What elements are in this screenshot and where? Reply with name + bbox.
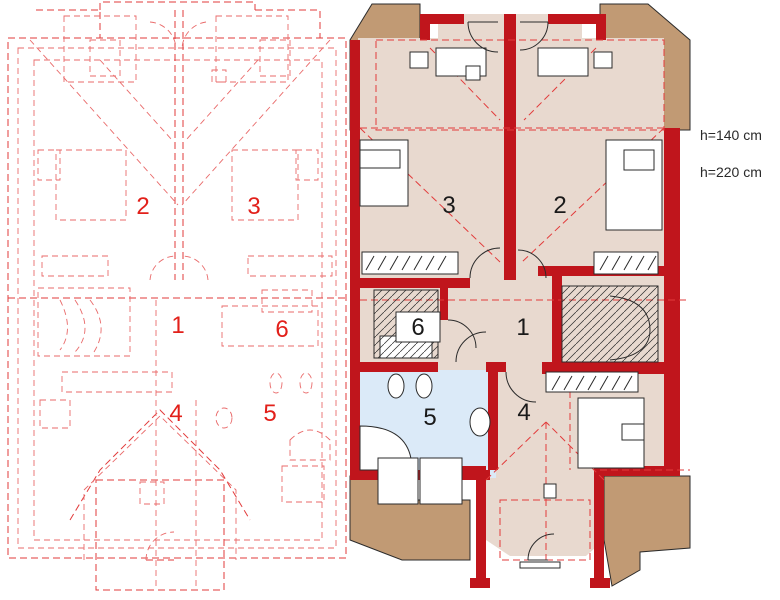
pillow-room-4	[621, 423, 645, 441]
staircase-right	[561, 285, 659, 363]
room-6-label: 6	[411, 314, 424, 341]
left-room-3-label: 3	[247, 193, 260, 220]
roof-bottom-right	[603, 475, 691, 587]
left-room-5-label: 5	[263, 400, 276, 427]
door-room-2	[517, 249, 547, 279]
left-room-2-label: 2	[136, 193, 149, 220]
height-labels: h=140 cm h=220 cm	[700, 127, 762, 180]
floor-bottom-dormer	[486, 466, 604, 556]
vanity-right	[419, 457, 463, 505]
chair-left	[465, 65, 481, 81]
door-room-3	[469, 247, 501, 279]
bidet	[415, 373, 433, 399]
washbasin	[469, 407, 491, 437]
nightstand-left	[409, 51, 429, 69]
left-room-4-label: 4	[169, 400, 182, 427]
desk-right	[537, 47, 589, 77]
desk-room-4	[543, 483, 557, 499]
pillow-room-3	[359, 149, 401, 169]
left-room-1-label: 1	[171, 312, 184, 339]
furniture	[359, 47, 663, 505]
door-room-4	[505, 371, 537, 403]
room-5-label: 5	[423, 404, 436, 431]
left-plan-room-labels: 2 3 1 6 4 5	[136, 193, 288, 427]
left-room-6-label: 6	[275, 316, 288, 343]
wardrobe-room-2	[593, 251, 659, 275]
toilet	[387, 373, 405, 399]
vanity-left	[377, 457, 419, 505]
nightstand-right	[593, 51, 613, 69]
room-2-label: 2	[553, 192, 566, 219]
room-4-label: 4	[517, 399, 530, 426]
door-bottom	[527, 533, 555, 561]
wardrobe-room-3	[361, 251, 459, 275]
landing-room-6	[395, 311, 441, 343]
mirrored-plan-outline	[7, 1, 347, 591]
doors	[447, 21, 561, 569]
height-label-140: h=140 cm	[700, 127, 762, 143]
door-room-6	[447, 319, 477, 349]
room-1-label: 1	[516, 314, 529, 341]
window-bottom	[519, 561, 561, 569]
door-bathroom	[455, 331, 487, 363]
right-plan-room-labels: 3 2 6 1 5 4	[411, 192, 566, 431]
pillow-room-2	[623, 149, 655, 171]
height-label-220: h=220 cm	[700, 164, 762, 180]
room-3-label: 3	[442, 192, 455, 219]
door-top-right	[519, 21, 549, 51]
door-top-left	[467, 21, 499, 53]
